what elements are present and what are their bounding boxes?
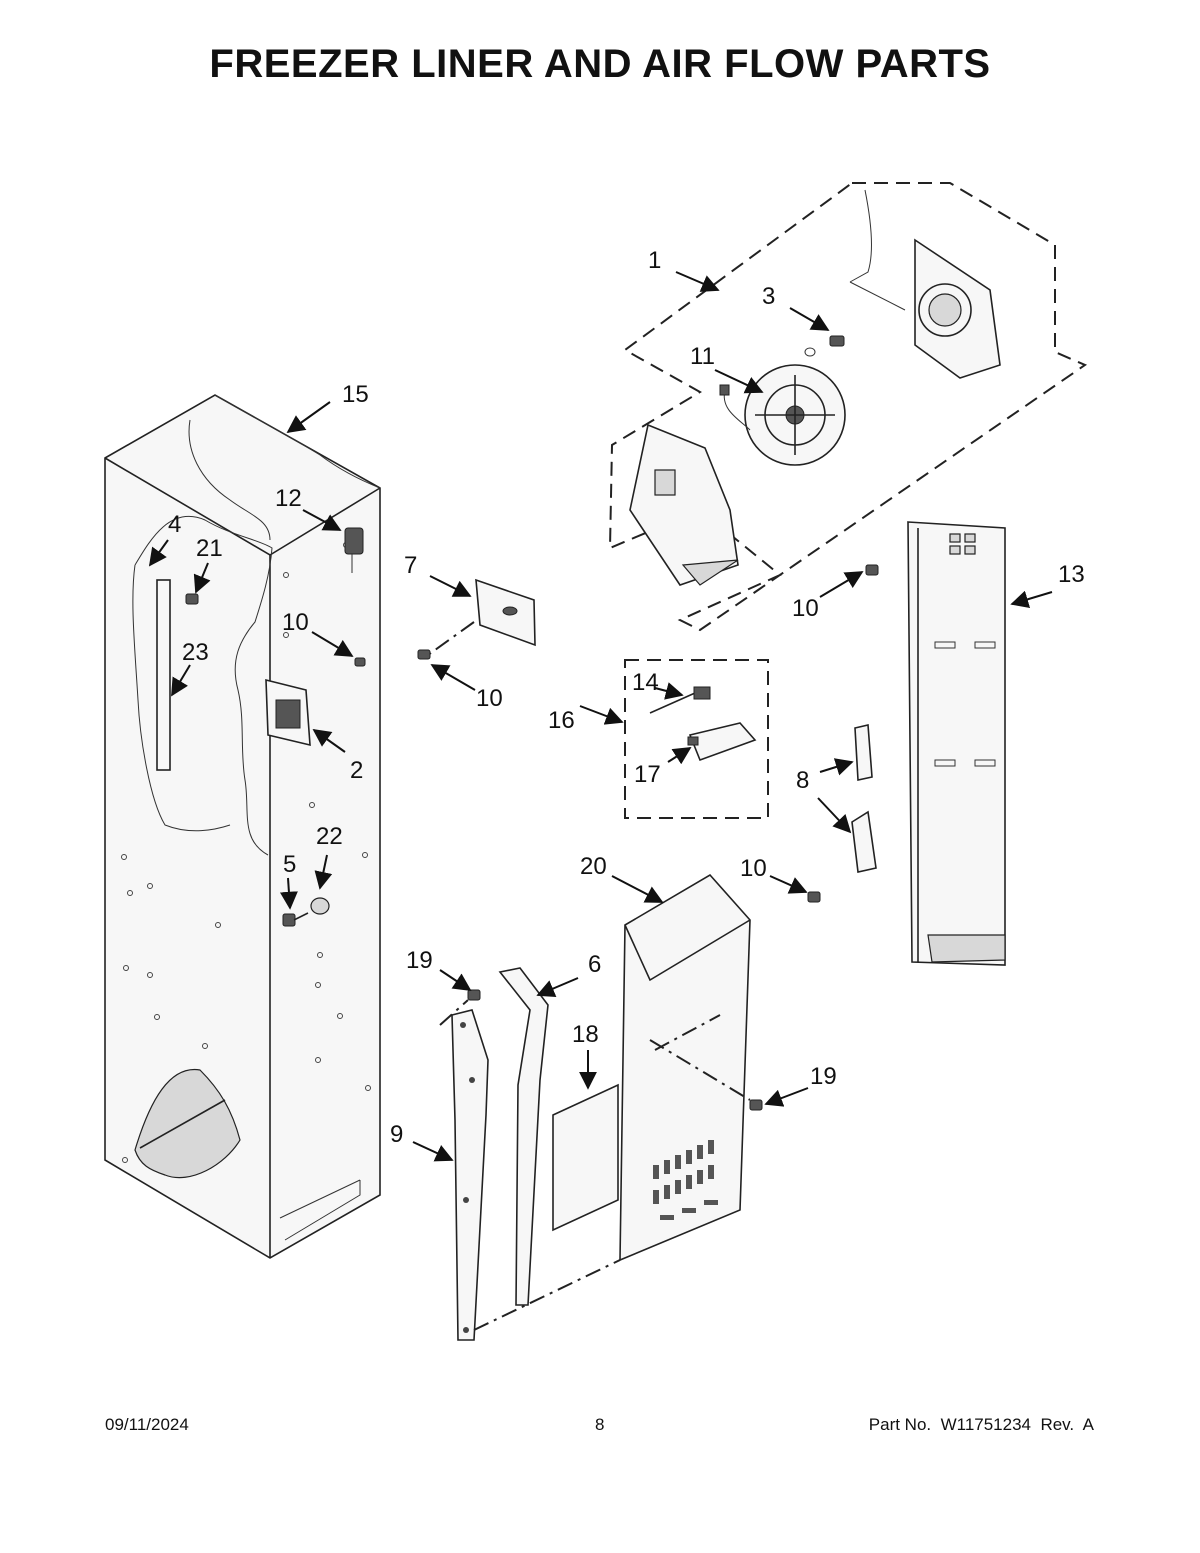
fan-assembly-outline (608, 182, 1088, 632)
foam-strip-part (498, 967, 549, 1306)
air-duct-part (907, 521, 1006, 966)
callout-arrows (148, 271, 1053, 1162)
callout-label: 19 (406, 947, 433, 974)
callout-label: 4 (168, 511, 181, 538)
screw-part-10-bracket (807, 891, 821, 903)
fan-housing-part (629, 423, 739, 586)
callout-label: 16 (548, 707, 575, 734)
callout-label: 6 (588, 951, 601, 978)
callout-label: 10 (282, 609, 309, 636)
callout-label: 21 (196, 535, 223, 562)
screw-part-19-right (649, 1014, 763, 1111)
assembly-line (473, 1259, 621, 1331)
callout-label: 18 (572, 1021, 599, 1048)
fan-wire-part (719, 384, 751, 431)
screw-part-21 (185, 593, 199, 605)
footer-part-number: Part No. W11751234 Rev. A (868, 1415, 1094, 1434)
callout-label: 9 (390, 1121, 403, 1148)
evaporator-fan-part (849, 189, 1001, 379)
callout-label: 20 (580, 853, 607, 880)
bracket-part-17 (687, 722, 757, 762)
sensor-cover-part (417, 578, 536, 660)
callout-label: 14 (632, 669, 659, 696)
callout-label: 13 (1058, 561, 1085, 588)
callout-label: 1 (648, 247, 661, 274)
callout-label: 12 (275, 485, 302, 512)
air-tower-cover-part (619, 873, 751, 1262)
freezer-liner-part (104, 394, 381, 1259)
callout-label: 10 (792, 595, 819, 622)
screw-part-19-left (439, 989, 481, 1026)
callout-label: 22 (316, 823, 343, 850)
sensor-probe-part (649, 686, 711, 714)
callout-label: 19 (810, 1063, 837, 1090)
callout-label: 11 (690, 343, 715, 370)
kit-outline (624, 659, 769, 819)
footer-date: 09/11/2024 (105, 1415, 189, 1434)
control-housing-part (265, 678, 311, 747)
screw-part-3 (804, 335, 845, 357)
callout-label: 17 (634, 761, 661, 788)
screw-part-10-left (354, 657, 366, 667)
screw-part-10-duct (865, 564, 879, 576)
screw-and-damper-part (282, 897, 330, 927)
callout-label: 8 (796, 767, 809, 794)
callout-label: 5 (283, 851, 296, 878)
callout-label: 7 (404, 552, 417, 579)
bracket-part-8 (851, 724, 877, 873)
page-title: FREEZER LINER AND AIR FLOW PARTS (209, 42, 991, 86)
panel-part-18 (552, 1083, 619, 1232)
thermistor-part (344, 527, 364, 573)
callout-label: 3 (762, 283, 775, 310)
fan-shroud-part (744, 364, 846, 466)
callout-label: 2 (350, 757, 363, 784)
callout-label: 10 (740, 855, 767, 882)
mounting-rail-part (451, 1009, 489, 1341)
callout-label: 23 (182, 639, 209, 666)
footer-page-number: 8 (595, 1415, 605, 1434)
callout-label: 10 (476, 685, 503, 712)
callout-label: 15 (342, 381, 369, 408)
